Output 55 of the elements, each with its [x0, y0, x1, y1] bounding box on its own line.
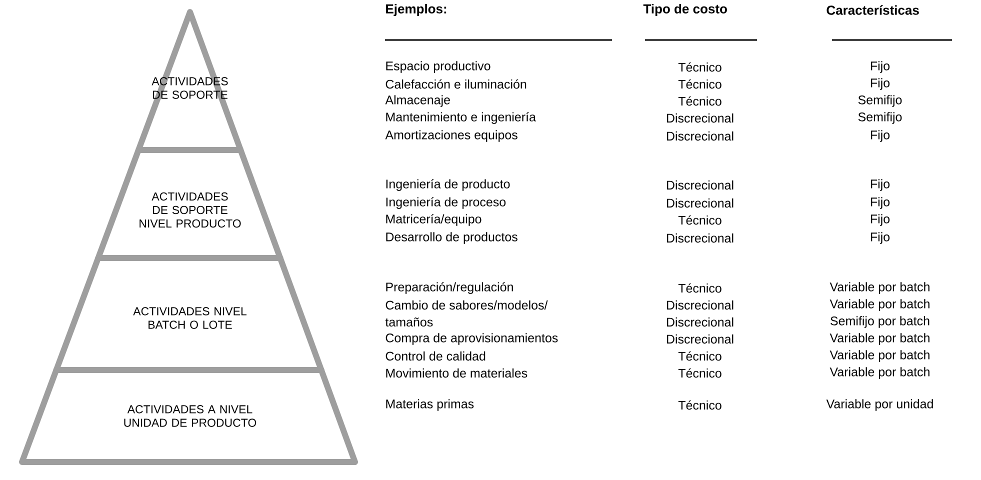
example-text: Ingeniería de producto — [386, 179, 510, 191]
characteristic-text: Semifijo — [858, 95, 902, 107]
characteristic-text: Fijo — [870, 78, 890, 90]
column-header: Tipo de costo — [643, 4, 727, 16]
example-text: Espacio productivo — [386, 61, 490, 73]
example-text: Materias primas — [386, 399, 474, 411]
characteristic-text: Fijo — [870, 61, 890, 73]
characteristic-text: Fijo — [870, 214, 890, 226]
cost-type-text: Discrecional — [667, 334, 734, 344]
example-text: Mantenimiento e ingeniería — [386, 112, 536, 124]
cost-type-text: Discrecional — [667, 180, 734, 190]
cost-type-text: Técnico — [678, 215, 722, 225]
cost-type-text: Discrecional — [667, 233, 734, 243]
pyramid-level: ACTIVIDADES NIVEL BATCH O LOTE — [53, 255, 324, 373]
example-text: Almacenaje — [385, 95, 450, 107]
cost-type-text: Técnico — [678, 400, 722, 410]
characteristic-text: Variable por batch — [830, 350, 930, 362]
pyramid-level: ACTIVIDADES DE SOPORTE — [136, 9, 244, 153]
example-text: Calefacción e iluminación — [386, 79, 526, 89]
cost-type-text: Técnico — [678, 79, 722, 89]
characteristic-text: Fijo — [870, 179, 890, 191]
characteristic-text: Semifijo — [858, 112, 902, 124]
cost-type-text: Discrecional — [667, 131, 734, 141]
column-header: Características — [826, 5, 919, 15]
characteristic-text: Fijo — [870, 197, 890, 209]
cost-type-text: Técnico — [678, 368, 722, 378]
pyramid-level: ACTIVIDADES DE SOPORTE NIVEL PRODUCTO — [95, 147, 284, 261]
example-text: Compra de aprovisionamientos — [386, 333, 558, 345]
cost-type-text: Discrecional — [667, 198, 734, 208]
characteristic-text: Fijo — [870, 232, 890, 244]
characteristic-text: Variable por batch — [830, 367, 930, 379]
example-text: tamaños — [385, 317, 433, 327]
cost-type-text: Técnico — [678, 283, 722, 293]
pyramid-level: ACTIVIDADES A NIVEL UNIDAD DE PRODUCTO — [19, 367, 358, 465]
cost-type-text: Técnico — [678, 96, 722, 106]
example-text: Movimiento de materiales — [386, 368, 528, 378]
cost-type-text: Técnico — [678, 351, 722, 361]
characteristic-text: Semifijo por batch — [830, 316, 930, 328]
example-text: Ingeniería de proceso — [386, 197, 506, 209]
example-text: Preparación/regulación — [386, 282, 513, 294]
characteristic-text: Fijo — [870, 130, 890, 142]
example-text: Control de calidad — [386, 351, 486, 361]
cost-type-text: Técnico — [678, 62, 722, 72]
column-header: Ejemplos: — [386, 4, 446, 16]
characteristic-text: Variable por batch — [830, 282, 930, 294]
characteristic-text: Variable por batch — [830, 333, 930, 345]
characteristic-text: Variable por batch — [830, 299, 930, 311]
cost-type-text: Discrecional — [667, 317, 734, 327]
example-text: Matricería/equipo — [386, 214, 482, 226]
characteristic-text: Variable por unidad — [826, 399, 933, 411]
cost-type-text: Discrecional — [667, 113, 734, 123]
cost-type-text: Discrecional — [667, 300, 734, 310]
example-text: Amortizaciones equipos — [385, 130, 518, 142]
example-text: Desarrollo de productos — [386, 232, 518, 244]
example-text: Cambio de sabores/modelos/ — [386, 300, 548, 310]
